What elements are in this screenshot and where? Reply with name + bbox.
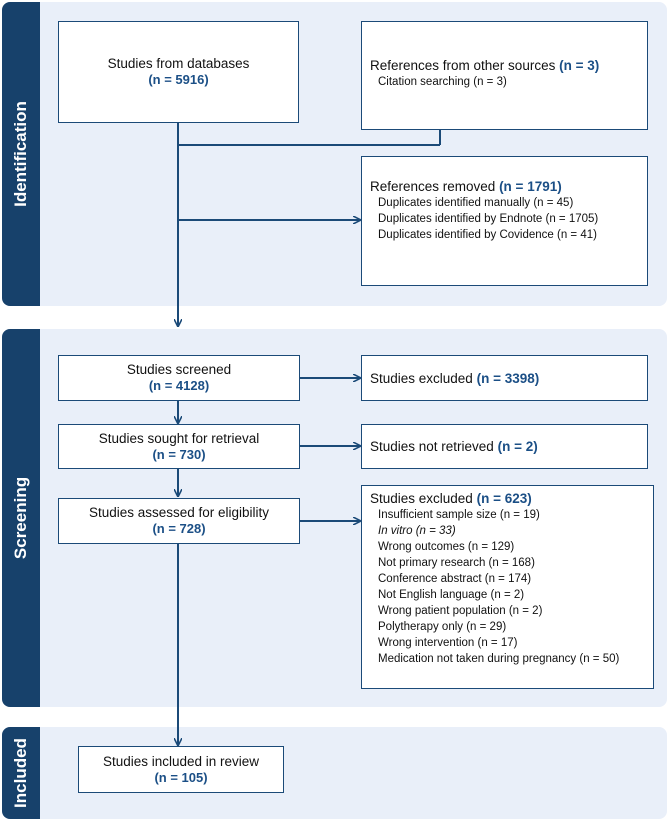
- databases-title: Studies from databases: [107, 56, 250, 71]
- included-box: Studies included in review (n = 105): [78, 746, 284, 793]
- elig-excluded-item: Insufficient sample size (n = 19): [378, 509, 540, 521]
- elig-excluded-box: Studies excluded (n = 623) Insufficient …: [361, 485, 654, 689]
- elig-excluded-count: (n = 623): [476, 491, 532, 506]
- included-sidebar: Included: [2, 727, 40, 819]
- other-sources-item: Citation searching (n = 3): [378, 76, 507, 88]
- elig-excluded-item: Conference abstract (n = 174): [378, 573, 532, 585]
- removed-item: Duplicates identified by Covidence (n = …: [378, 229, 597, 241]
- assessed-title: Studies assessed for eligibility: [88, 505, 270, 520]
- elig-excluded-item: Wrong patient population (n = 2): [378, 605, 543, 617]
- removed-item: Duplicates identified manually (n = 45): [378, 197, 574, 209]
- screen-excluded-title: Studies excluded: [370, 371, 477, 386]
- databases-box: Studies from databases (n = 5916): [58, 21, 299, 123]
- sought-count: (n = 730): [152, 446, 206, 462]
- sought-box: Studies sought for retrieval (n = 730): [58, 424, 300, 469]
- screening-label: Screening: [11, 476, 30, 560]
- removed-title: References removed: [370, 179, 500, 194]
- identification-label: Identification: [11, 101, 30, 207]
- not-retrieved-count: (n = 2): [497, 439, 538, 454]
- not-retrieved-box: Studies not retrieved (n = 2): [361, 424, 648, 469]
- identification-sidebar: Identification: [2, 2, 40, 306]
- removed-item: Duplicates identified by Endnote (n = 17…: [378, 213, 599, 225]
- elig-excluded-item: Wrong outcomes (n = 129): [378, 541, 515, 553]
- elig-excluded-item: Wrong intervention (n = 17): [378, 637, 518, 649]
- elig-excluded-item: Medication not taken during pregnancy (n…: [378, 653, 620, 665]
- elig-excluded-item: Not English language (n = 2): [378, 589, 525, 601]
- sought-title: Studies sought for retrieval: [98, 430, 260, 446]
- other-sources-box: References from other sources (n = 3) Ci…: [361, 21, 648, 130]
- screen-excluded-box: Studies excluded (n = 3398): [361, 355, 648, 401]
- elig-excluded-title: Studies excluded: [370, 491, 477, 506]
- screen-excluded-count: (n = 3398): [476, 371, 540, 386]
- screened-count: (n = 4128): [148, 378, 210, 393]
- not-retrieved-title: Studies not retrieved: [370, 439, 498, 454]
- included-count: (n = 105): [154, 769, 208, 785]
- elig-excluded-item: Polytherapy only (n = 29): [378, 621, 507, 633]
- elig-excluded-item: In vitro (n = 33): [378, 525, 456, 537]
- other-sources-count: (n = 3): [559, 58, 600, 73]
- removed-box: References removed (n = 1791) Duplicates…: [361, 156, 648, 286]
- included-label: Included: [11, 738, 30, 808]
- databases-count: (n = 5916): [148, 72, 209, 87]
- elig-excluded-item: Not primary research (n = 168): [378, 557, 535, 569]
- removed-count: (n = 1791): [499, 179, 562, 194]
- assessed-count: (n = 728): [152, 521, 206, 536]
- screening-sidebar: Screening: [2, 329, 40, 707]
- included-title: Studies included in review: [102, 753, 260, 769]
- screened-box: Studies screened (n = 4128): [58, 355, 300, 401]
- other-sources-title: References from other sources: [370, 58, 560, 73]
- assessed-box: Studies assessed for eligibility (n = 72…: [58, 498, 300, 544]
- screened-title: Studies screened: [126, 362, 232, 377]
